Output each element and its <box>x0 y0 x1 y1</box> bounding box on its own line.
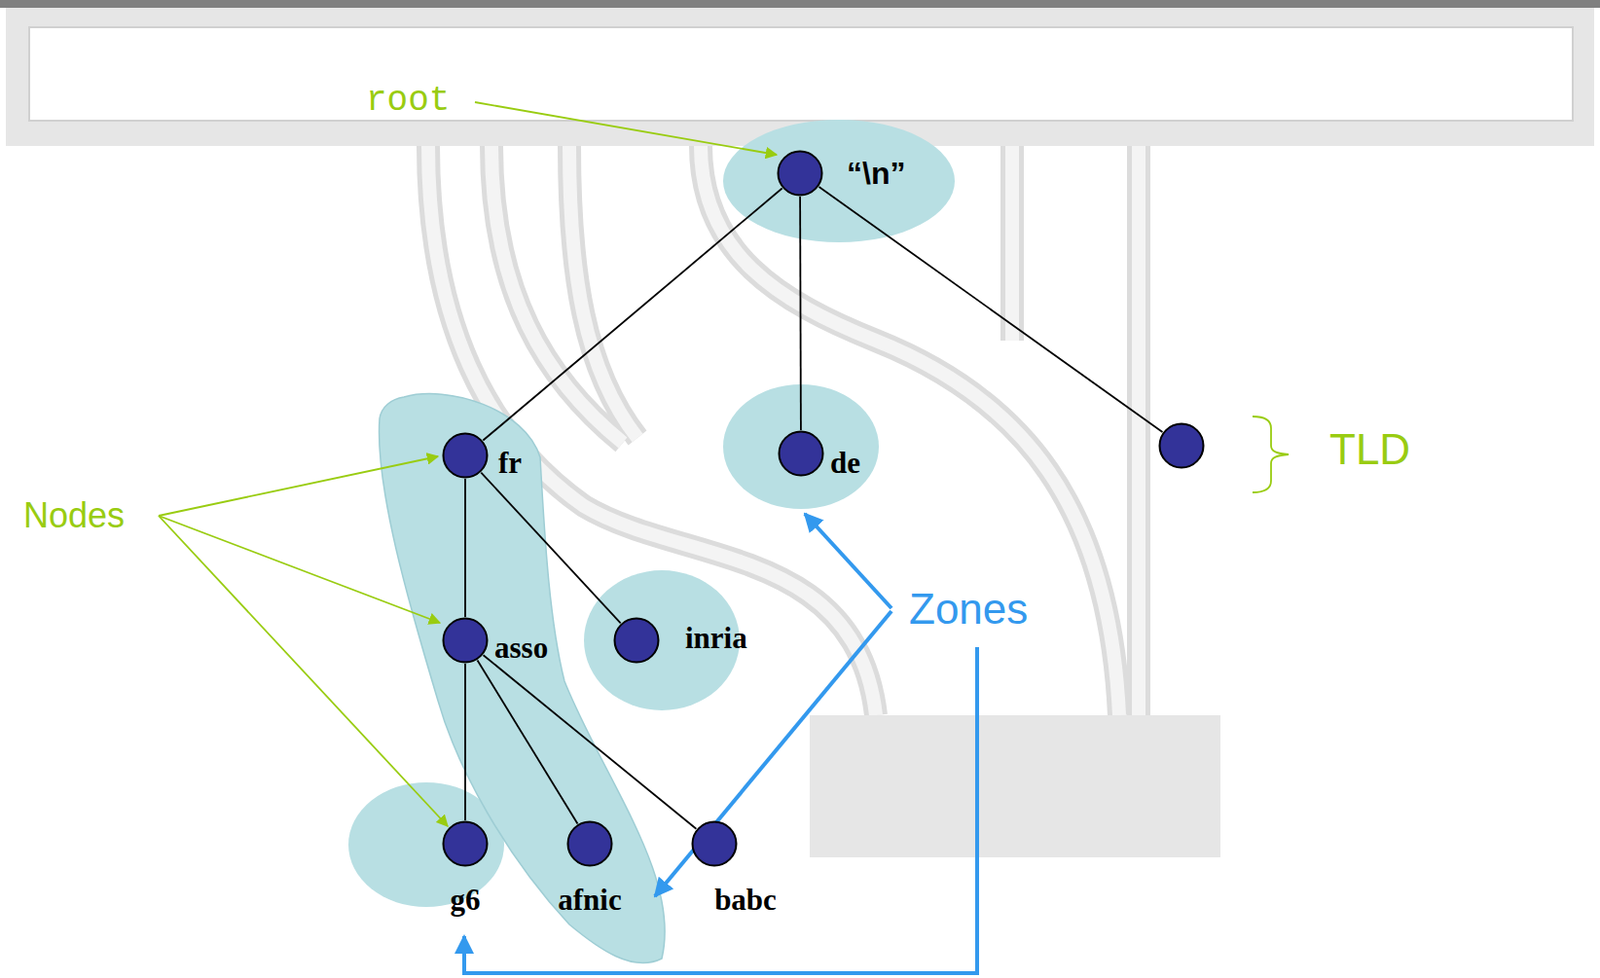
dns-node: asso <box>441 617 489 664</box>
zone-shapes <box>348 119 955 964</box>
dns-node <box>1158 422 1205 470</box>
node-dot <box>615 618 659 663</box>
root-label: root <box>365 83 450 119</box>
node-dot <box>779 432 824 476</box>
dns-node: babc <box>690 820 738 868</box>
node-name: inria <box>685 622 748 654</box>
node-name: “\n” <box>846 157 906 189</box>
tree-edge <box>480 472 620 624</box>
dns-node: g6 <box>441 820 489 868</box>
tree-edge <box>477 659 579 824</box>
node-name: afnic <box>557 884 621 915</box>
nodes-label: Nodes <box>23 498 125 534</box>
dns-node: afnic <box>566 820 614 868</box>
node-name: asso <box>494 632 548 663</box>
node-circle <box>777 430 825 477</box>
node-circle <box>566 820 614 868</box>
frame-window <box>29 27 1573 121</box>
node-dot <box>443 822 488 867</box>
dns-node: de <box>777 430 825 477</box>
green-leaders <box>158 102 1289 827</box>
zones-label: Zones <box>909 587 1028 631</box>
node-circle <box>690 820 738 868</box>
node-circle <box>613 617 660 664</box>
node-name: g6 <box>450 884 481 915</box>
node-circle <box>1158 422 1205 470</box>
node-dot <box>692 822 737 867</box>
zone-fr <box>379 394 666 964</box>
node-circle <box>441 820 489 868</box>
node-circle <box>776 149 824 197</box>
tree-edge <box>464 478 467 618</box>
dns-node: fr <box>441 432 489 479</box>
node-dot <box>1160 424 1204 469</box>
node-name: babc <box>714 884 777 915</box>
tld-bracket <box>1252 416 1289 493</box>
tree-edge <box>819 186 1164 433</box>
node-dot <box>778 151 823 196</box>
node-name: de <box>830 447 861 478</box>
tree-edge <box>483 654 697 830</box>
top-bar <box>0 0 1600 8</box>
node-dot <box>443 434 488 478</box>
node-name: fr <box>498 447 522 478</box>
base-block <box>809 715 1221 858</box>
zone-leaders <box>464 513 978 974</box>
tree-edge <box>482 187 782 440</box>
node-circle <box>441 432 489 479</box>
node-dot <box>443 618 488 663</box>
node-circle <box>441 617 489 664</box>
tree-edge <box>464 663 467 821</box>
node-dot <box>568 822 613 867</box>
tree-edge <box>799 196 802 431</box>
dns-node: “\n” <box>776 149 824 197</box>
tld-label: TLD <box>1329 428 1411 472</box>
dns-node: inria <box>613 617 660 664</box>
zone-root <box>723 119 955 243</box>
